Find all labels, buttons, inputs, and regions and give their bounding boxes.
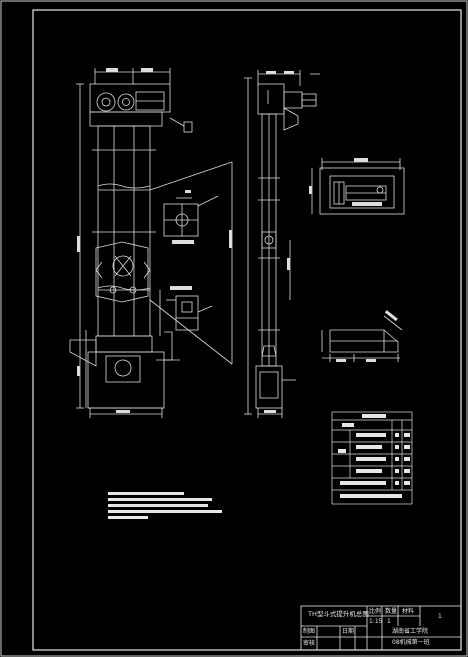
bucket-detail-view	[321, 310, 403, 362]
checked-by-label: 审核	[303, 640, 316, 647]
drawing-title: TH型斗式提升机总图	[308, 610, 369, 618]
material-label: 材料	[402, 608, 415, 615]
technical-spec-table	[331, 411, 413, 505]
front-elevation-view	[69, 68, 233, 418]
technical-notes	[108, 492, 222, 519]
drawn-by-label: 制图	[303, 628, 316, 635]
sheet-number: 1	[438, 613, 442, 620]
school-name: 湖南省工学院	[392, 628, 429, 635]
spec-table-text-blocks	[338, 414, 410, 498]
quantity-value: 1	[387, 618, 391, 625]
ratio-label: 比例	[369, 608, 382, 615]
ratio-value: 1:15	[369, 618, 383, 625]
side-elevation-view	[244, 70, 320, 418]
inner-frame	[32, 9, 462, 651]
title-block-frame	[300, 605, 462, 651]
class-name: 08机械第一班	[392, 639, 430, 646]
date-label: 日期	[342, 628, 355, 635]
detail-views-center	[163, 190, 219, 331]
plan-view-drive	[309, 158, 405, 215]
quantity-label: 数量	[385, 608, 398, 615]
